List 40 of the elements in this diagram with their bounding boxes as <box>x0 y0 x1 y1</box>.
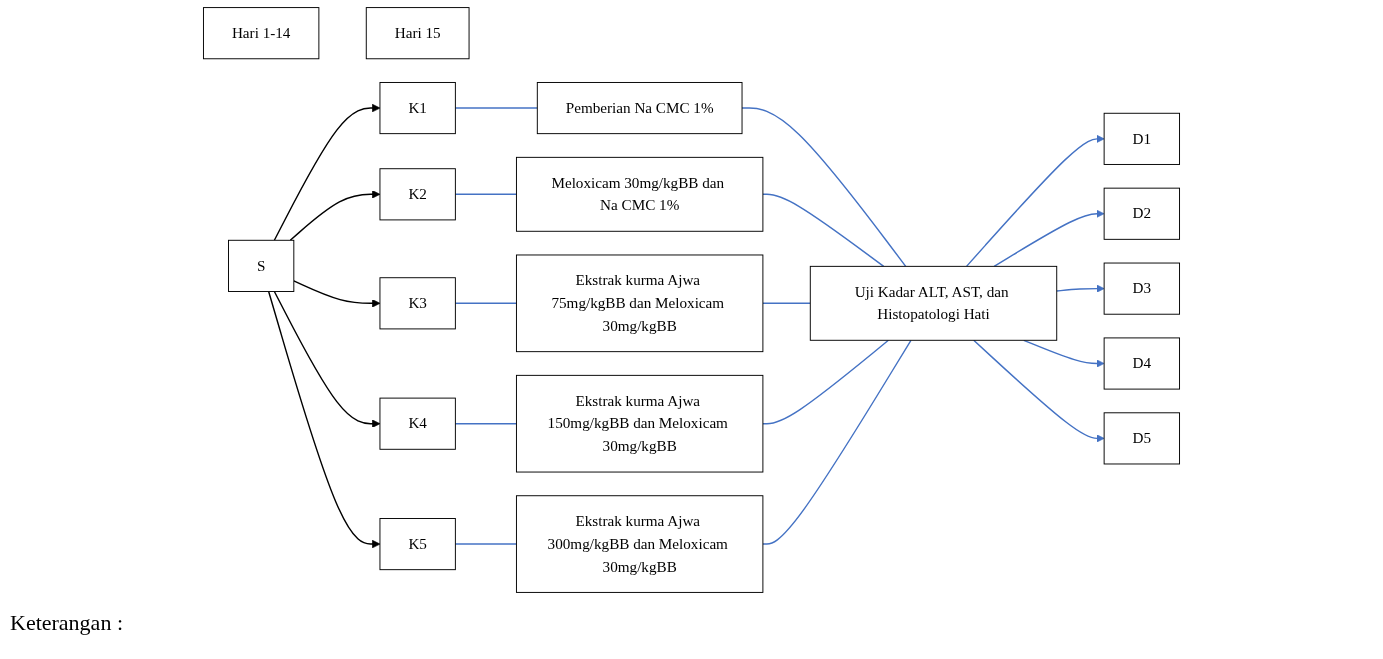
process-box: K4 <box>379 397 456 450</box>
process-box: Ekstrak kurma Ajwa 75mg/kgBB dan Meloxicam 30mg/kgBB <box>515 254 764 353</box>
process-box: Ekstrak kurma Ajwa 150mg/kgBB dan Meloxicam 30mg/kgBB <box>515 374 764 473</box>
connector <box>454 107 538 109</box>
process-box: Meloxicam 30mg/kgBB dan Na CMC 1% <box>515 156 764 232</box>
connector <box>762 339 912 545</box>
arrow <box>965 134 1105 268</box>
process-box: Ekstrak kurma Ajwa 300mg/kgBB dan Meloxicam 30mg/kgBB <box>515 495 764 593</box>
connector <box>454 543 518 545</box>
process-box: D4 <box>1103 337 1180 390</box>
process-box: Hari 15 <box>365 7 470 60</box>
process-box: K2 <box>379 168 456 221</box>
arrow <box>293 280 381 308</box>
process-box: K5 <box>379 518 456 571</box>
connector <box>454 193 518 195</box>
process-box: D2 <box>1103 187 1180 240</box>
note-text: Keterangan : <box>10 610 123 636</box>
process-box: D1 <box>1103 112 1180 165</box>
process-box: Pemberian Na CMC 1% <box>536 82 743 135</box>
connector <box>762 302 811 305</box>
process-box: Uji Kadar ALT, AST, dan Histopatologi Hati <box>809 265 1058 341</box>
arrow <box>993 209 1105 268</box>
connector <box>454 423 518 425</box>
process-box: K3 <box>379 277 456 330</box>
connector <box>741 107 907 268</box>
process-box: S <box>228 239 295 292</box>
process-box: D3 <box>1103 262 1180 315</box>
arrow <box>273 103 381 241</box>
process-box: D5 <box>1103 412 1180 465</box>
connector <box>454 302 518 305</box>
connector <box>762 193 885 268</box>
arrow <box>1056 284 1105 293</box>
process-box: Hari 1-14 <box>203 7 320 60</box>
connector <box>762 339 890 425</box>
arrow <box>1023 339 1105 368</box>
arrow <box>273 290 381 428</box>
arrow <box>267 290 381 549</box>
arrow <box>289 190 381 241</box>
arrow <box>973 339 1105 443</box>
process-box: K1 <box>379 82 456 135</box>
